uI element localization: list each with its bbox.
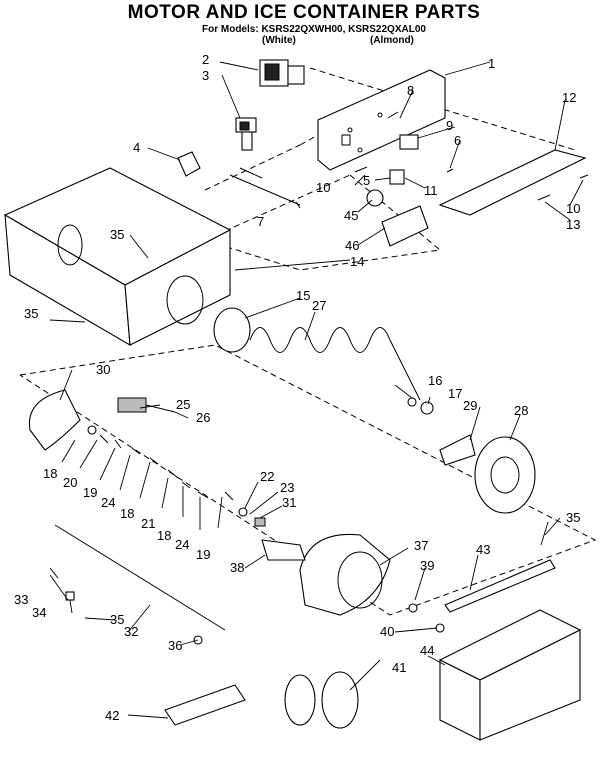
callout-label: 42 (105, 708, 119, 723)
part-plate (164, 684, 246, 726)
color-label-almond: (Almond) (370, 35, 414, 46)
part-auger-ring (213, 307, 251, 353)
part-coupling (284, 671, 359, 729)
callout-label: 17 (448, 386, 462, 401)
callout-label: 16 (428, 373, 442, 388)
callout-label: 29 (463, 398, 477, 413)
part-washer-17 (420, 401, 434, 415)
callout-label: 24 (175, 537, 189, 552)
model-numbers: For Models: KSRS22QXWH00, KSRS22QXAL00 (202, 24, 426, 35)
part-switch (389, 169, 405, 185)
color-label-white: (White) (262, 35, 296, 46)
callout-label: 6 (454, 133, 461, 148)
part-bracket (177, 151, 201, 177)
callout-label: 39 (420, 558, 434, 573)
leader-lines (49, 61, 584, 719)
part-small-hardware (87, 425, 266, 527)
callout-label: 32 (124, 624, 138, 639)
part-rod (54, 524, 226, 631)
callout-label: 5 (363, 173, 370, 188)
part-motor-housing (299, 533, 391, 616)
callout-label: 31 (282, 495, 296, 510)
callout-labels: 1 2 3 4 5 6 7 8 9 10 10 11 12 13 14 15 1… (14, 52, 580, 723)
callout-label: 35 (110, 227, 124, 242)
part-solenoid (235, 117, 257, 151)
callout-label: 3 (202, 68, 209, 83)
part-motor (259, 59, 305, 87)
callout-label: 41 (392, 660, 406, 675)
callout-label: 22 (260, 469, 274, 484)
callout-label: 4 (133, 140, 140, 155)
part-linkage (229, 167, 301, 209)
callout-label: 13 (566, 217, 580, 232)
callout-label: 37 (414, 538, 428, 553)
part-crusher-wheel (474, 436, 536, 514)
part-ice-chute-housing (438, 609, 582, 741)
callout-label: 21 (141, 516, 155, 531)
callout-label: 18 (120, 506, 134, 521)
part-disc (28, 389, 81, 451)
callout-label: 8 (407, 83, 414, 98)
upper-assembly-outline (203, 67, 576, 271)
callout-label: 9 (446, 118, 453, 133)
part-washer-40 (435, 623, 445, 633)
part-spring (49, 567, 59, 579)
callout-label: 36 (168, 638, 182, 653)
callout-label: 23 (280, 480, 294, 495)
diagram-title: MOTOR AND ICE CONTAINER PARTS (127, 2, 481, 23)
callout-label: 18 (43, 466, 57, 481)
part-gear (117, 397, 147, 413)
callout-label: 46 (345, 238, 359, 253)
callout-label: 35 (24, 306, 38, 321)
callout-label: 10 (566, 201, 580, 216)
callout-label: 26 (196, 410, 210, 425)
callout-label: 7 (257, 214, 264, 229)
callout-label: 10 (316, 180, 330, 195)
callout-label: 45 (344, 208, 358, 223)
callout-label: 33 (14, 592, 28, 607)
callout-label: 43 (476, 542, 490, 557)
callout-label: 24 (101, 495, 115, 510)
callout-label: 14 (350, 254, 364, 269)
part-motor-bracket (261, 539, 306, 561)
callout-label: 38 (230, 560, 244, 575)
callout-label: 12 (562, 90, 576, 105)
callout-label: 19 (83, 485, 97, 500)
callout-label: 40 (380, 624, 394, 639)
part-ice-container (3, 167, 232, 347)
callout-label: 1 (488, 56, 495, 71)
part-light-cover (381, 205, 429, 247)
callout-label: 44 (420, 643, 434, 658)
callout-label: 11 (424, 183, 438, 198)
callout-label: 18 (157, 528, 171, 543)
part-auger-coil (249, 327, 421, 401)
part-clip (399, 134, 419, 150)
callout-label: 34 (32, 605, 46, 620)
callout-label: 2 (202, 52, 209, 67)
lower-assembly-outline (19, 344, 597, 616)
callout-label: 20 (63, 475, 77, 490)
callout-label: 35 (110, 612, 124, 627)
callout-label: 28 (514, 403, 528, 418)
callout-label: 35 (566, 510, 580, 525)
callout-label: 15 (296, 288, 310, 303)
part-cover-strip (438, 149, 587, 216)
callout-label: 25 (176, 397, 190, 412)
part-blade (439, 434, 476, 466)
callout-label: 27 (312, 298, 326, 313)
part-washer-16 (407, 397, 417, 407)
part-light-bulb (366, 189, 384, 207)
part-strip (444, 559, 556, 613)
part-washer-39 (408, 603, 418, 613)
callout-label: 19 (196, 547, 210, 562)
callout-label: 30 (96, 362, 110, 377)
part-mounting-plate (317, 69, 446, 171)
part-screws (354, 111, 589, 201)
